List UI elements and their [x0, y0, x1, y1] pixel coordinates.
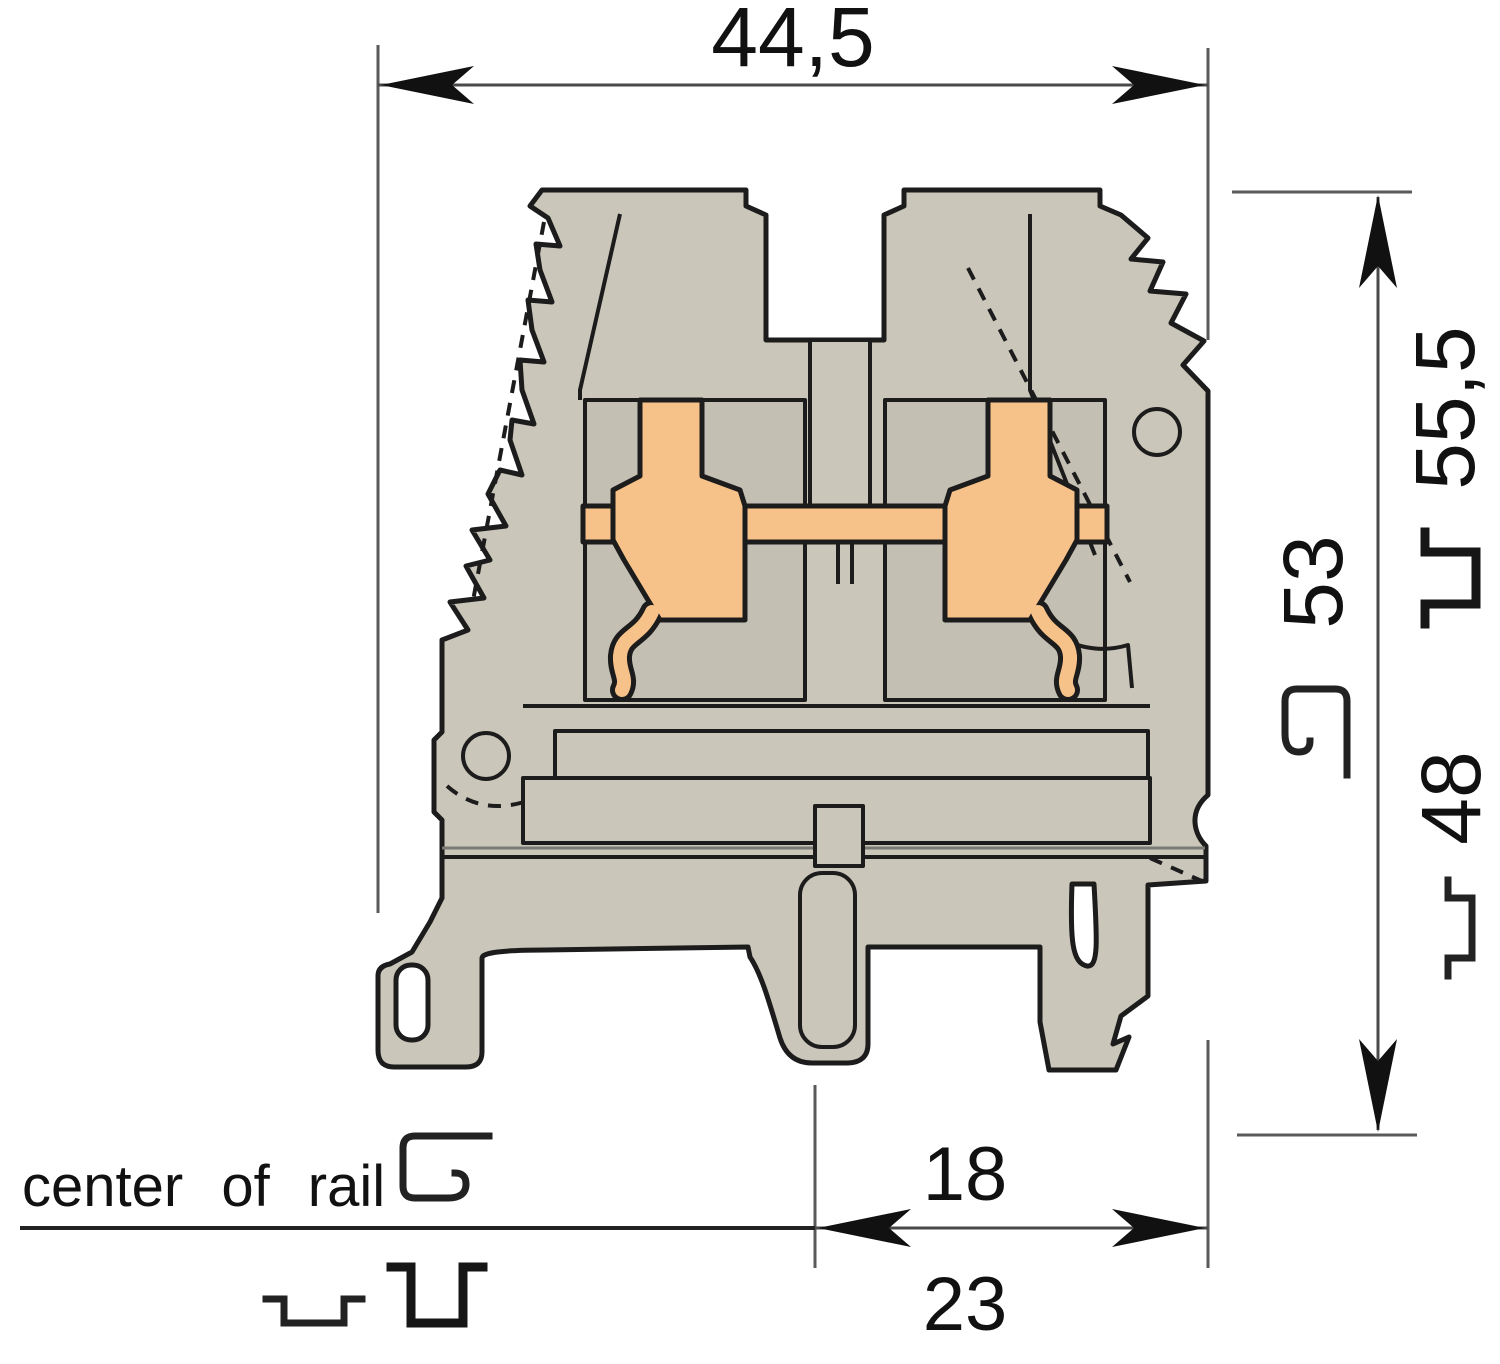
- arrowhead-offset-left-icon: [818, 1209, 911, 1247]
- dimension-heights: 55,5 53 48: [1232, 190, 1498, 1137]
- right-foot-slot: [1068, 881, 1099, 969]
- left-hole: [461, 731, 511, 781]
- clamp-tab-right: [1074, 503, 1110, 545]
- dim-value-height-53: 53: [1266, 535, 1360, 628]
- clamp-assembly: [580, 397, 1110, 702]
- center-pin: [813, 804, 865, 868]
- housing-body: [375, 187, 1211, 1073]
- right-underside-hidden: [1149, 856, 1205, 884]
- arrowhead-up-icon: [1359, 195, 1397, 288]
- arrowhead-right-icon: [1112, 66, 1205, 104]
- dimension-top-width: 44,5: [376, 0, 1210, 913]
- right-tower-hidden-edge: [966, 267, 1132, 583]
- wire-hook-right: [1031, 605, 1078, 697]
- dim-value-offset-23: 23: [923, 1262, 1008, 1347]
- g-rail-profile-icon-53: [1281, 685, 1351, 779]
- dim-value-height-48: 48: [1404, 751, 1498, 844]
- left-hole-hidden-arc: [445, 784, 525, 809]
- marking-band-upper: [553, 729, 1150, 780]
- arrowhead-down-icon: [1359, 1039, 1397, 1132]
- left-foot-slot: [393, 962, 431, 1043]
- screw-clamp-left: [610, 397, 748, 623]
- g-rail-profile-icon: [399, 1132, 493, 1202]
- top-hat-rail-15-icon: [1420, 527, 1481, 629]
- arrowhead-left-icon: [381, 66, 474, 104]
- clamp-tab-left: [580, 503, 616, 545]
- rail-tongue: [798, 871, 857, 1049]
- wire-hook-left: [612, 605, 659, 697]
- top-hat-rail-75-bottom-icon: [262, 1295, 366, 1327]
- top-hat-rail-75-icon: [1444, 876, 1476, 980]
- center-of-rail-label: center of rail: [22, 1154, 385, 1219]
- arrowhead-offset-right-icon: [1112, 1209, 1205, 1247]
- dim-value-overall-width: 44,5: [711, 0, 875, 84]
- left-tower-inner-edge: [578, 213, 622, 400]
- left-tower-hidden-edge: [470, 221, 546, 607]
- screwdriver-channel: [808, 338, 872, 508]
- right-hole: [1132, 407, 1182, 457]
- top-hat-rail-15-bottom-icon: [386, 1262, 488, 1328]
- screw-clamp-right: [942, 397, 1080, 623]
- dim-value-offset-18: 18: [923, 1132, 1008, 1217]
- dimension-bottom-offsets: 18 23 center of rail: [20, 1040, 1210, 1347]
- dim-value-height-55: 55,5: [1398, 326, 1492, 490]
- busbar: [742, 503, 948, 545]
